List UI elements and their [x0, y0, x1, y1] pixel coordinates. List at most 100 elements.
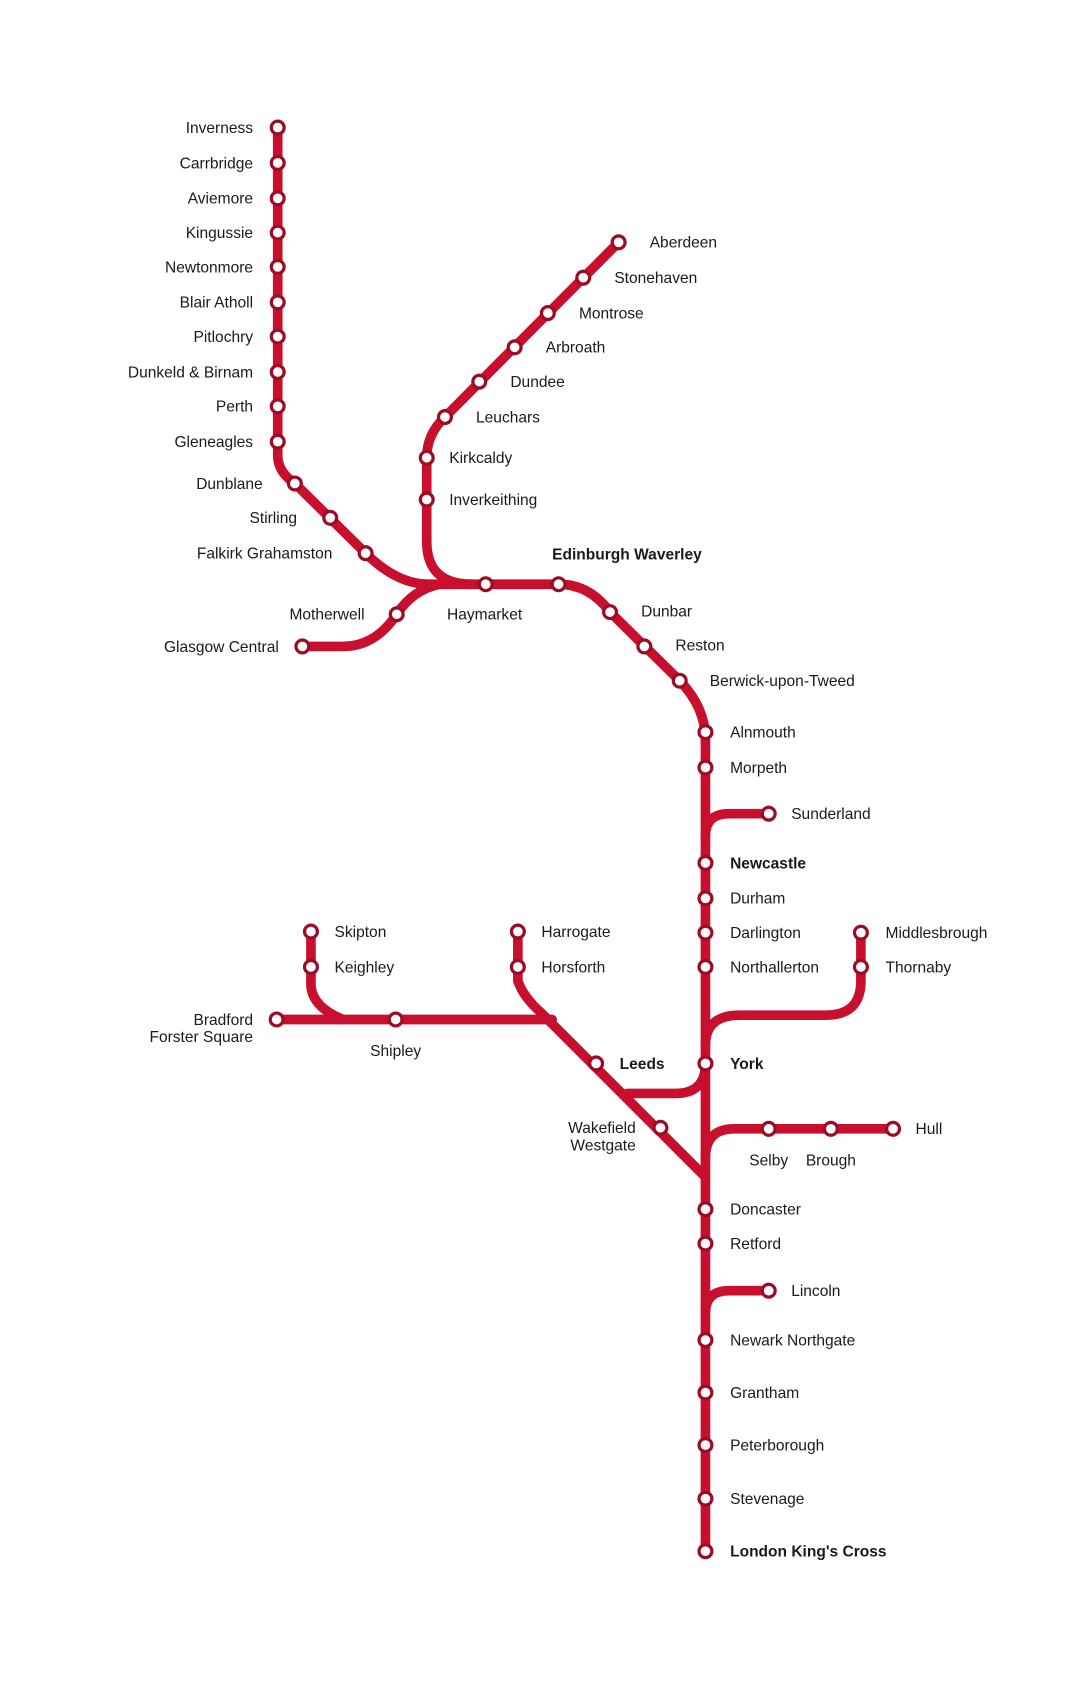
station-label-dunkeld-birnam: Dunkeld & Birnam	[128, 364, 253, 381]
station-marker-newcastle[interactable]	[697, 854, 714, 872]
station-label-london-king-s-cross: London King's Cross	[730, 1544, 886, 1561]
station-label-leuchars: Leuchars	[476, 409, 540, 426]
station-marker-sunderland[interactable]	[760, 805, 777, 822]
station-label-montrose: Montrose	[579, 305, 644, 322]
station-marker-newark-northgate[interactable]	[697, 1331, 714, 1349]
station-marker-dunblane[interactable]	[286, 475, 303, 492]
station-marker-durham[interactable]	[697, 890, 714, 907]
station-label-inverkeithing: Inverkeithing	[449, 492, 537, 509]
station-marker-newtonmore[interactable]	[269, 258, 286, 275]
station-marker-brough[interactable]	[822, 1120, 839, 1137]
station-marker-aviemore[interactable]	[269, 190, 286, 207]
line-lincoln	[700, 1285, 774, 1319]
station-marker-darlington[interactable]	[697, 924, 714, 941]
station-label-leeds: Leeds	[620, 1056, 665, 1073]
station-marker-aberdeen[interactable]	[610, 234, 627, 251]
station-label-hull: Hull	[916, 1121, 943, 1138]
station-marker-leeds[interactable]	[588, 1055, 605, 1072]
station-marker-kingussie[interactable]	[269, 224, 286, 241]
station-marker-wakefield[interactable]	[652, 1119, 669, 1136]
station-label-edinburgh-waverley: Edinburgh Waverley	[552, 547, 702, 564]
station-label-northallerton: Northallerton	[730, 959, 819, 976]
station-marker-haymarket[interactable]	[477, 576, 494, 593]
station-marker-thornaby[interactable]	[852, 958, 869, 976]
station-marker-perth[interactable]	[269, 398, 286, 415]
station-label-thornaby: Thornaby	[886, 959, 952, 976]
station-marker-dunbar[interactable]	[602, 604, 619, 621]
station-marker-blair-atholl[interactable]	[269, 294, 286, 311]
station-marker-london-king-s-cross[interactable]	[697, 1543, 714, 1560]
station-marker-horsforth[interactable]	[509, 958, 526, 976]
station-marker-arbroath[interactable]	[506, 339, 523, 356]
station-marker-doncaster[interactable]	[697, 1201, 714, 1218]
station-marker-stirling[interactable]	[322, 509, 339, 526]
station-marker-montrose[interactable]	[539, 304, 556, 322]
station-marker-hull[interactable]	[885, 1120, 902, 1137]
station-marker-dundee[interactable]	[471, 373, 488, 390]
station-marker-retford[interactable]	[697, 1235, 714, 1252]
line-middlesbrough	[700, 927, 866, 1051]
station-marker-alnmouth[interactable]	[697, 724, 714, 741]
station-label-pitlochry: Pitlochry	[193, 329, 253, 346]
station-label-blair-atholl: Blair Atholl	[180, 295, 253, 312]
station-marker-northallerton[interactable]	[697, 958, 714, 976]
station-label-newark-northgate: Newark Northgate	[730, 1332, 855, 1349]
station-marker-lincoln[interactable]	[760, 1282, 777, 1299]
station-marker-dunkeld-birnam[interactable]	[269, 363, 286, 381]
station-label-haymarket: Haymarket	[447, 607, 523, 624]
station-marker-edinburgh-waverley[interactable]	[550, 576, 567, 593]
station-marker-motherwell[interactable]	[388, 606, 405, 623]
station-marker-pitlochry[interactable]	[269, 328, 286, 345]
station-label-berwick-upon-tweed: Berwick-upon-Tweed	[710, 673, 855, 690]
station-marker-reston[interactable]	[636, 638, 653, 655]
station-marker-bradford[interactable]	[268, 1011, 285, 1028]
station-label-morpeth: Morpeth	[730, 760, 787, 777]
station-marker-kirkcaldy[interactable]	[418, 449, 435, 466]
station-marker-selby[interactable]	[760, 1120, 777, 1137]
station-label-kirkcaldy: Kirkcaldy	[449, 450, 512, 467]
station-label-bradford-line2: Forster Square	[149, 1029, 253, 1046]
line-sunderland	[700, 808, 774, 842]
station-marker-york[interactable]	[697, 1055, 714, 1072]
station-label-selby: Selby	[749, 1152, 788, 1169]
line-inverness-edinburgh	[272, 122, 564, 590]
station-marker-glasgow-central[interactable]	[294, 638, 311, 655]
station-label-aberdeen: Aberdeen	[650, 235, 717, 252]
station-marker-keighley[interactable]	[302, 958, 319, 976]
station-label-alnmouth: Alnmouth	[730, 725, 796, 742]
station-label-falkirk-grahamston: Falkirk Grahamston	[197, 546, 333, 563]
station-label-retford: Retford	[730, 1236, 781, 1253]
stations	[268, 119, 902, 1560]
station-marker-skipton[interactable]	[302, 923, 319, 940]
station-label-brough: Brough	[806, 1152, 856, 1169]
station-marker-berwick-upon-tweed[interactable]	[671, 672, 688, 689]
station-label-lincoln: Lincoln	[791, 1283, 840, 1300]
station-label-keighley: Keighley	[335, 959, 395, 976]
station-marker-middlesbrough[interactable]	[852, 924, 869, 941]
line-harrogate-leeds	[513, 926, 711, 1182]
station-label-wakefield-line2: Westgate	[570, 1137, 635, 1154]
station-marker-carrbridge[interactable]	[269, 154, 286, 171]
station-label-bradford: Bradford	[193, 1012, 253, 1029]
station-marker-falkirk-grahamston[interactable]	[357, 545, 374, 562]
station-marker-grantham[interactable]	[697, 1384, 714, 1401]
station-label-shipley: Shipley	[370, 1043, 421, 1060]
station-marker-stonehaven[interactable]	[575, 269, 592, 286]
station-marker-inverkeithing[interactable]	[418, 491, 435, 508]
station-marker-leuchars[interactable]	[436, 408, 453, 426]
station-marker-peterborough[interactable]	[697, 1437, 714, 1454]
station-marker-morpeth[interactable]	[697, 759, 714, 776]
station-label-peterborough: Peterborough	[730, 1437, 824, 1454]
station-label-horsforth: Horsforth	[541, 959, 605, 976]
station-label-stirling: Stirling	[250, 510, 297, 527]
station-marker-harrogate[interactable]	[509, 923, 526, 940]
station-label-stevenage: Stevenage	[730, 1491, 804, 1508]
station-marker-inverness[interactable]	[269, 119, 286, 136]
station-marker-shipley[interactable]	[387, 1011, 404, 1028]
station-label-dunbar: Dunbar	[641, 603, 692, 620]
station-marker-stevenage[interactable]	[697, 1490, 714, 1507]
station-label-york: York	[730, 1056, 764, 1073]
station-label-grantham: Grantham	[730, 1385, 799, 1402]
station-marker-gleneagles[interactable]	[269, 433, 286, 450]
